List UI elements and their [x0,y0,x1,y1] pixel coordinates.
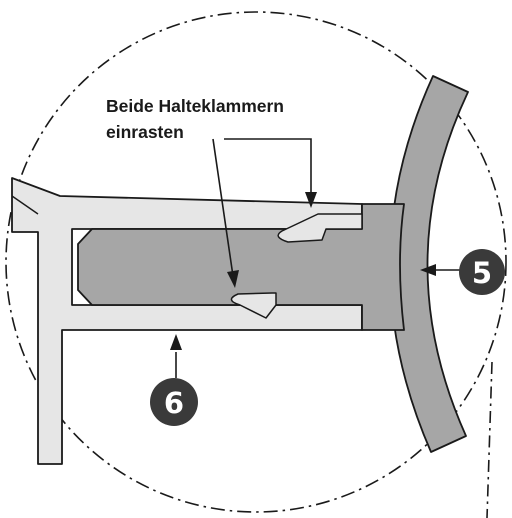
lower-clip [230,292,277,319]
item-6-badge [150,378,198,426]
callout-text-line1: Beide Halteklammern [106,96,284,116]
callout-leader-lower [212,138,234,277]
item-5-badge [459,249,505,295]
callout-leader-upper [224,138,312,196]
leader-line [486,361,493,518]
curved-housing-part [389,75,469,453]
callout-text-line2: einrasten [106,122,184,142]
item-5-arrow [420,264,436,276]
item-6-badge-label: 6 [164,386,184,420]
bracket-edge-detail [11,195,39,215]
callout-arrow-lower [227,270,239,288]
detail-circle [5,11,507,513]
upper-clip [277,213,363,243]
item-6-arrow [170,334,182,350]
item-5-badge-label: 5 [472,256,492,290]
callout-arrow-upper [305,192,317,208]
